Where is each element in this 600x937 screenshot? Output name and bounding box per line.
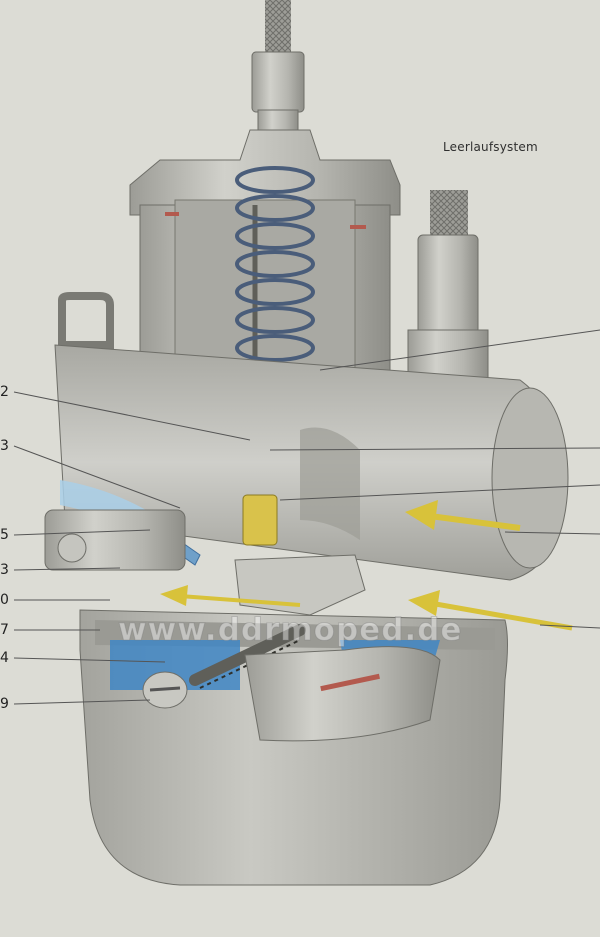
callout-5: 5 bbox=[0, 527, 9, 543]
callout-7: 7 bbox=[0, 622, 9, 638]
bore-opening bbox=[491, 387, 569, 569]
diagram-title: Leerlaufsystem bbox=[443, 140, 538, 154]
float bbox=[234, 554, 366, 616]
slide-spring bbox=[235, 166, 315, 362]
callout-9: 9 bbox=[0, 696, 9, 712]
needle-jet bbox=[242, 494, 278, 546]
gasket-mark bbox=[350, 225, 366, 229]
leader-lines-left bbox=[13, 391, 251, 705]
leader-lines-right bbox=[269, 329, 600, 629]
callout-2: 2 bbox=[0, 384, 9, 400]
airflow-arrow-lower bbox=[408, 590, 573, 631]
bowl-boss bbox=[244, 646, 441, 742]
airflow-arrow-upper bbox=[405, 500, 521, 531]
fuel-line bbox=[430, 190, 468, 240]
throttle-slide bbox=[174, 199, 356, 381]
flange-hole bbox=[57, 533, 87, 563]
airflow-arrow-inner bbox=[160, 585, 301, 607]
watermark: www.ddrmoped.de bbox=[117, 612, 463, 649]
fuel-fitting bbox=[417, 234, 479, 346]
callout-0: 0 bbox=[0, 592, 9, 608]
gasket-mark bbox=[165, 212, 179, 216]
throttle-cable bbox=[265, 0, 291, 58]
callout-4: 4 bbox=[0, 650, 9, 666]
mounting-loop bbox=[58, 292, 114, 349]
cable-adjuster-nut bbox=[251, 51, 305, 113]
gasket-mark bbox=[320, 673, 380, 692]
venturi-shading bbox=[300, 427, 360, 540]
callout-3-lower: 3 bbox=[0, 562, 9, 578]
callout-3-upper: 3 bbox=[0, 438, 9, 454]
